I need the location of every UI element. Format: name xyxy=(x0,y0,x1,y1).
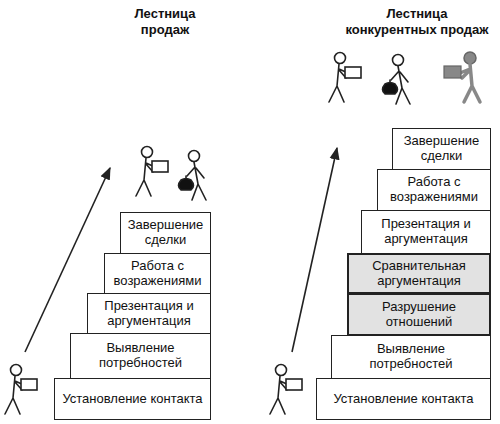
stick-figure xyxy=(5,365,37,415)
step-box: Завершение сделки xyxy=(392,128,491,170)
staircase-title: Лестница конкурентных продаж xyxy=(343,6,491,37)
step-text: Сравнительная аргументация xyxy=(353,259,485,289)
step-text: Выявление потребностей xyxy=(336,342,486,372)
step-box: Установление контакта xyxy=(54,378,211,420)
step-box: Презентация и аргументация xyxy=(87,293,211,334)
step-box: Выявление потребностей xyxy=(70,333,211,379)
step-box: Презентация и аргументация xyxy=(361,210,491,254)
progress-arrow xyxy=(292,148,337,352)
step-text: Установление контакта xyxy=(333,392,473,407)
step-box: Сравнительная аргументация xyxy=(347,253,491,294)
staircase-title: Лестница продаж xyxy=(120,6,210,37)
step-box: Установление контакта xyxy=(316,378,491,420)
step-box: Работа с возражениями xyxy=(377,169,491,211)
step-box: Выявление потребностей xyxy=(331,335,491,379)
step-text: Презентация и аргументация xyxy=(92,299,206,329)
step-box: Завершение сделки xyxy=(120,212,211,254)
step-text: Завершение сделки xyxy=(125,218,206,248)
competitor-figure xyxy=(444,52,480,102)
step-text: Установление контакта xyxy=(62,392,202,407)
stick-figure xyxy=(179,151,207,201)
step-text: Разрушение отношений xyxy=(353,300,485,330)
step-box: Разрушение отношений xyxy=(347,293,491,336)
stick-figure xyxy=(136,147,168,197)
stick-figure xyxy=(329,53,361,103)
stick-figure xyxy=(383,55,411,105)
step-box: Работа с возражениями xyxy=(104,253,211,294)
step-text: Выявление потребностей xyxy=(75,341,206,371)
step-text: Презентация и аргументация xyxy=(366,217,486,247)
step-text: Работа с возражениями xyxy=(109,259,206,289)
step-text: Работа с возражениями xyxy=(382,175,486,205)
step-text: Завершение сделки xyxy=(397,134,486,164)
stick-figure xyxy=(270,365,302,415)
